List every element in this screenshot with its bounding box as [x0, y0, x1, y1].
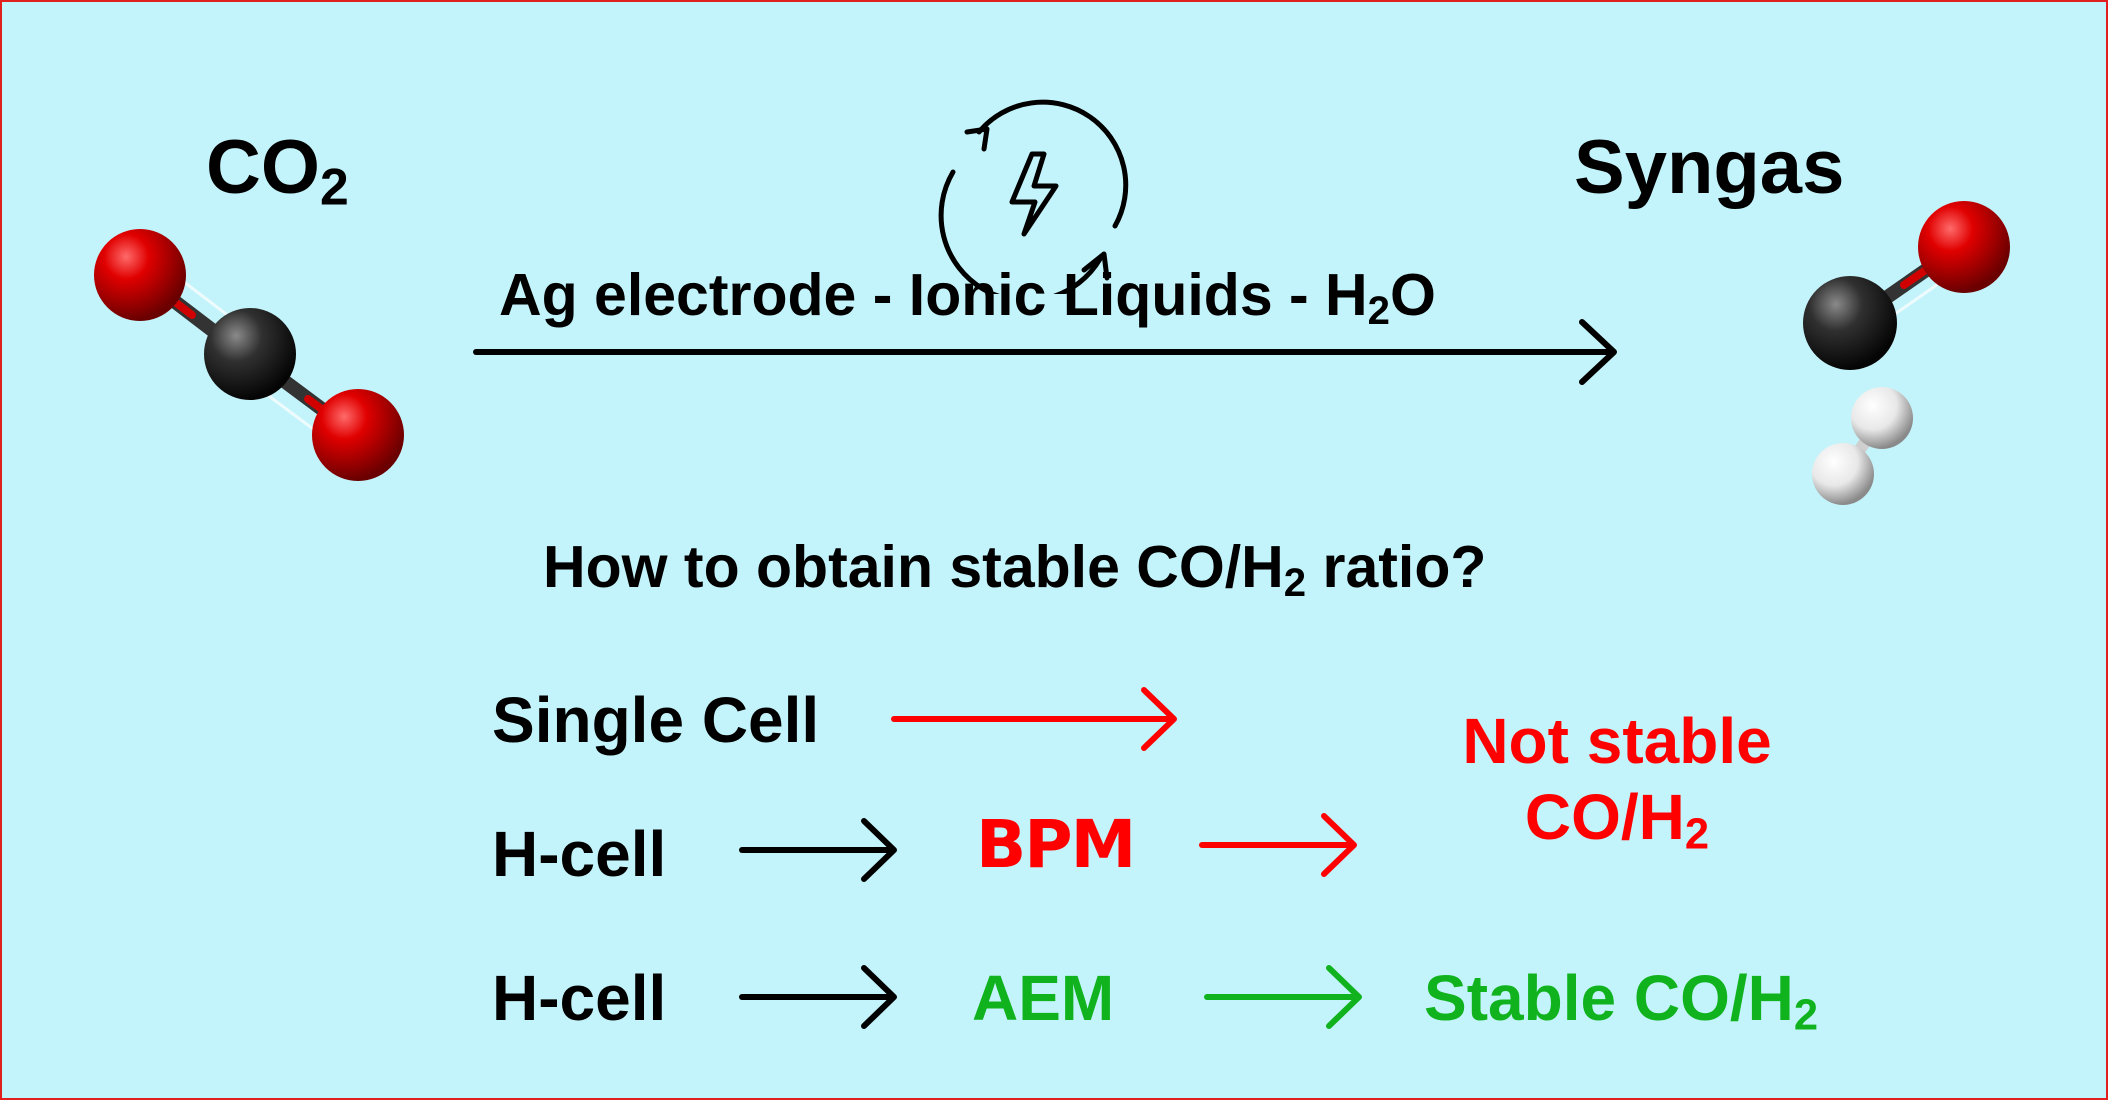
h-cell-label-bpm-route: H-cell: [492, 818, 667, 890]
not-stable-outcome: Not stable CO/H2: [1442, 704, 1792, 859]
bpm-label: BPM: [976, 806, 1136, 883]
co-h2-molecules-icon: [1803, 201, 2010, 505]
single-cell-label: Single Cell: [492, 684, 820, 756]
electricity-cycle-icon: [938, 99, 1129, 294]
h-cell-to-bpm-arrow: [739, 818, 897, 882]
h-cell-label-aem-route: H-cell: [492, 962, 667, 1034]
h-cell-to-aem-arrow: [739, 965, 897, 1029]
main-reaction-arrow: [473, 319, 1617, 385]
reactant-label: CO2: [206, 125, 349, 216]
co2-molecule-icon: [94, 229, 404, 481]
question-heading: How to obtain stable CO/H2 ratio?: [543, 534, 1487, 605]
stable-outcome: Stable CO/H2: [1424, 962, 1819, 1040]
aem-label: AEM: [972, 962, 1115, 1034]
bpm-to-outcome-arrow: [1199, 813, 1357, 877]
aem-to-outcome-arrow: [1204, 965, 1362, 1029]
product-label: Syngas: [1574, 125, 1845, 210]
not-stable-line2: CO/H2: [1524, 780, 1710, 859]
not-stable-line1: Not stable: [1462, 705, 1772, 777]
reaction-conditions: Ag electrode - Ionic Liquids - H2O: [499, 262, 1436, 333]
single-cell-arrow: [891, 687, 1177, 751]
